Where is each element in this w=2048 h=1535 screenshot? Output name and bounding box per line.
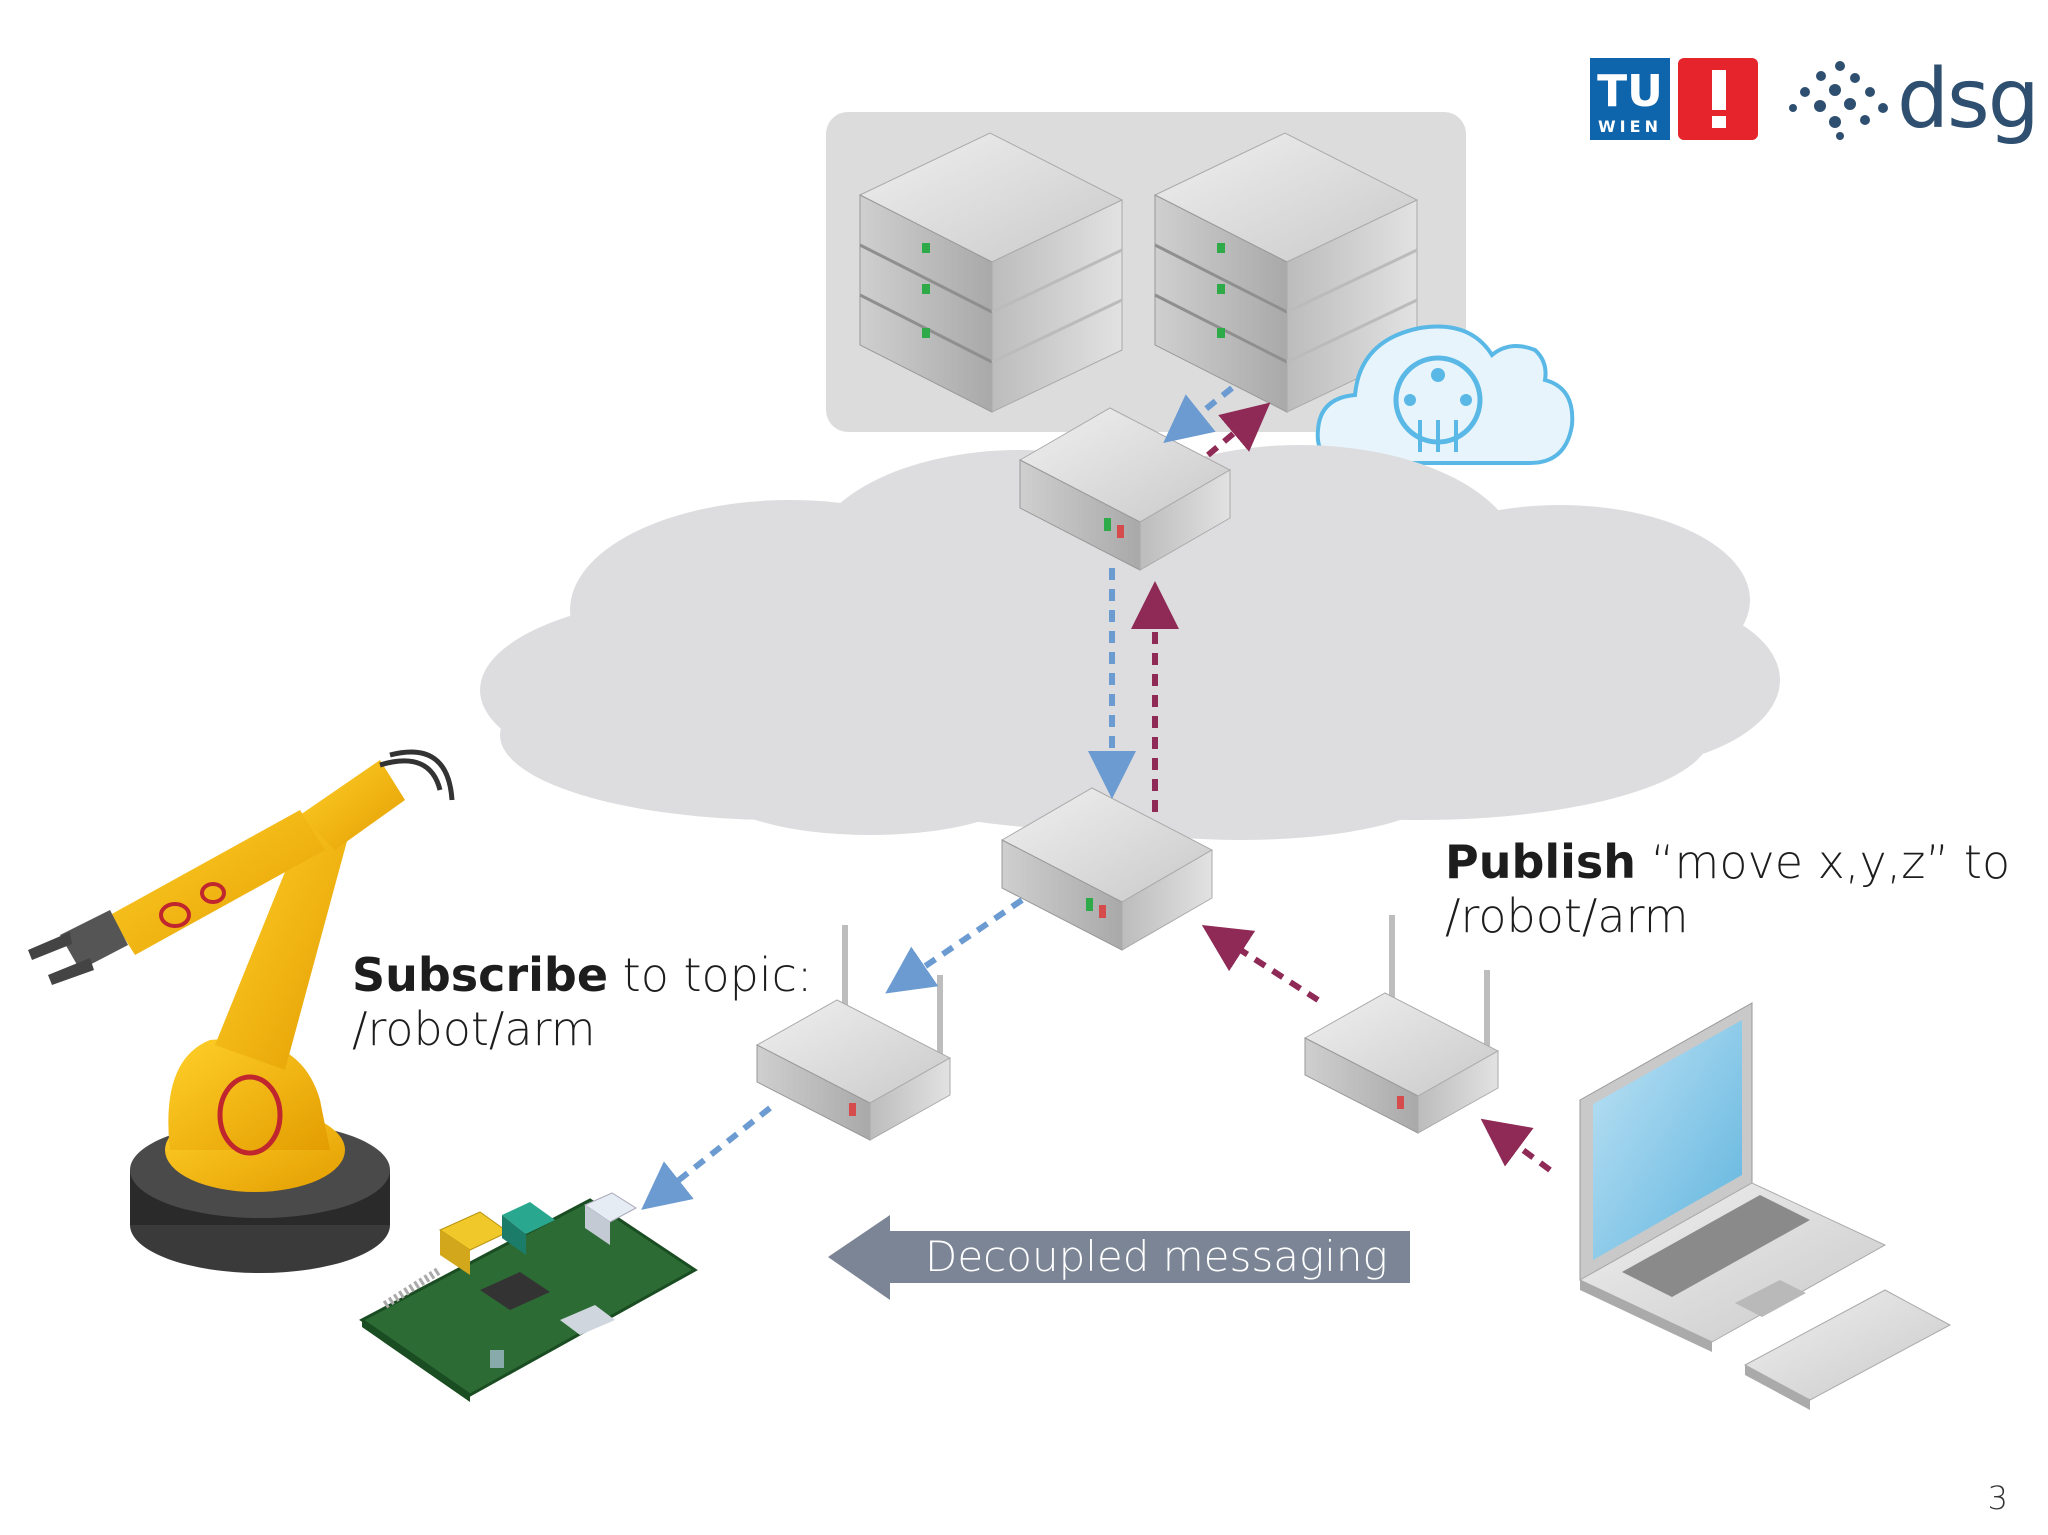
page-number: 3 [1987,1479,2008,1517]
dsg-logo-text: dsg [1897,52,2040,147]
decoupled-arrow [828,1215,1410,1300]
subscribe-topic: /robot/arm [352,1002,596,1056]
subscribe-label: Subscribe to topic: /robot/arm [352,948,812,1056]
publish-rest: “move x,y,z” to [1636,835,2011,889]
tu-wien-logo: TU WIEN [1590,58,1758,140]
subscribe-keyword: Subscribe [352,948,609,1002]
cloud-ai-icon [1315,324,1575,465]
server-rack-left [858,132,1124,413]
subscribe-rest: to topic: [608,948,813,1002]
dsg-dots-icon [1789,61,1888,140]
laptop [1578,1002,1952,1410]
middle-switch [1000,787,1214,951]
tu-logo-letters: TU [1597,66,1663,117]
circuit-board [359,1192,698,1402]
subscribe-flow-arrows [641,385,1234,1210]
router-right [1303,915,1500,1134]
decoupled-messaging-label: Decoupled messaging [925,1232,1388,1281]
router-left [755,925,952,1141]
publish-topic: /robot/arm [1445,889,1689,943]
top-switch [1018,407,1232,571]
publish-keyword: Publish [1445,835,1637,889]
publish-label: Publish “move x,y,z” to /robot/arm [1445,835,2010,943]
tu-logo-sub: WIEN [1598,117,1662,136]
publish-flow-arrows [1131,402,1552,1173]
robot-arm [28,749,455,1273]
